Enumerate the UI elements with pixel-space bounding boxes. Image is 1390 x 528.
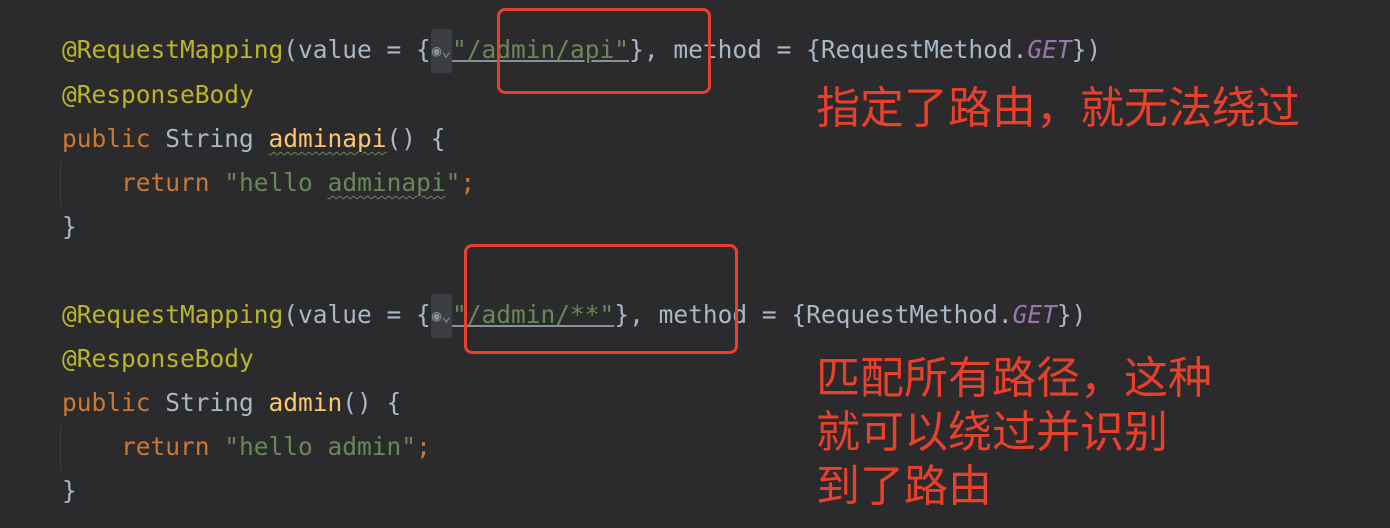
code-text: }, method = {RequestMethod. — [629, 35, 1028, 64]
highlight-box — [464, 244, 738, 354]
code-line: return "hello admin"; — [62, 425, 431, 469]
code-line: @RequestMapping(value = {◉⌄"/admin/api"}… — [62, 28, 1102, 73]
type: String — [150, 124, 269, 153]
string: adminapi — [327, 168, 446, 197]
code-text: () { — [386, 124, 446, 153]
keyword: return — [121, 168, 210, 197]
code-text: (value = { — [283, 300, 431, 329]
path-string[interactable]: "/admin/api" — [452, 35, 630, 64]
code-line: } — [62, 476, 77, 505]
method-const: GET — [1012, 300, 1057, 329]
code-line: } — [62, 212, 77, 241]
code-line: @RequestMapping(value = {◉⌄"/admin/**"},… — [62, 293, 1087, 338]
keyword: public — [62, 124, 151, 153]
code-line: public String admin() { — [62, 381, 401, 425]
note-fixed-route: 指定了路由，就无法绕过 — [816, 83, 1300, 134]
note-line: 就可以绕过并识别 — [816, 407, 1168, 458]
code-text: () { — [342, 388, 402, 417]
code-line: return "hello adminapi"; — [62, 161, 475, 205]
globe-icon[interactable]: ◉⌄ — [430, 294, 453, 338]
code-line: @ResponseBody — [62, 80, 254, 109]
path-string[interactable]: "/admin/**" — [452, 300, 615, 329]
annotation: @RequestMapping — [62, 35, 284, 64]
type: String — [150, 388, 269, 417]
string: "hello admin" — [224, 432, 417, 461]
code-line: @ResponseBody — [62, 344, 254, 373]
code-text: }, method = {RequestMethod. — [614, 300, 1013, 329]
note-line: 到了路由 — [816, 461, 992, 512]
code-line: public String adminapi() { — [62, 117, 446, 161]
code-text: (value = { — [283, 35, 431, 64]
indent-guide — [60, 426, 61, 470]
keyword: return — [121, 432, 210, 461]
annotation: @RequestMapping — [62, 300, 284, 329]
method-name: admin — [268, 388, 343, 417]
code-text: }) — [1071, 35, 1102, 64]
code-text: }) — [1056, 300, 1087, 329]
method-const: GET — [1027, 35, 1072, 64]
method-name: adminapi — [268, 124, 387, 153]
note-line: 匹配所有路径，这种 — [816, 353, 1212, 404]
indent-guide — [60, 162, 61, 206]
string: " — [445, 168, 461, 197]
semicolon: ; — [460, 168, 476, 197]
globe-icon[interactable]: ◉⌄ — [430, 29, 453, 73]
keyword: public — [62, 388, 151, 417]
note-wildcard-route: 匹配所有路径，这种 就可以绕过并识别 到了路由 — [816, 352, 1212, 514]
string: "hello — [224, 168, 328, 197]
highlight-box — [497, 8, 711, 94]
semicolon: ; — [416, 432, 431, 461]
